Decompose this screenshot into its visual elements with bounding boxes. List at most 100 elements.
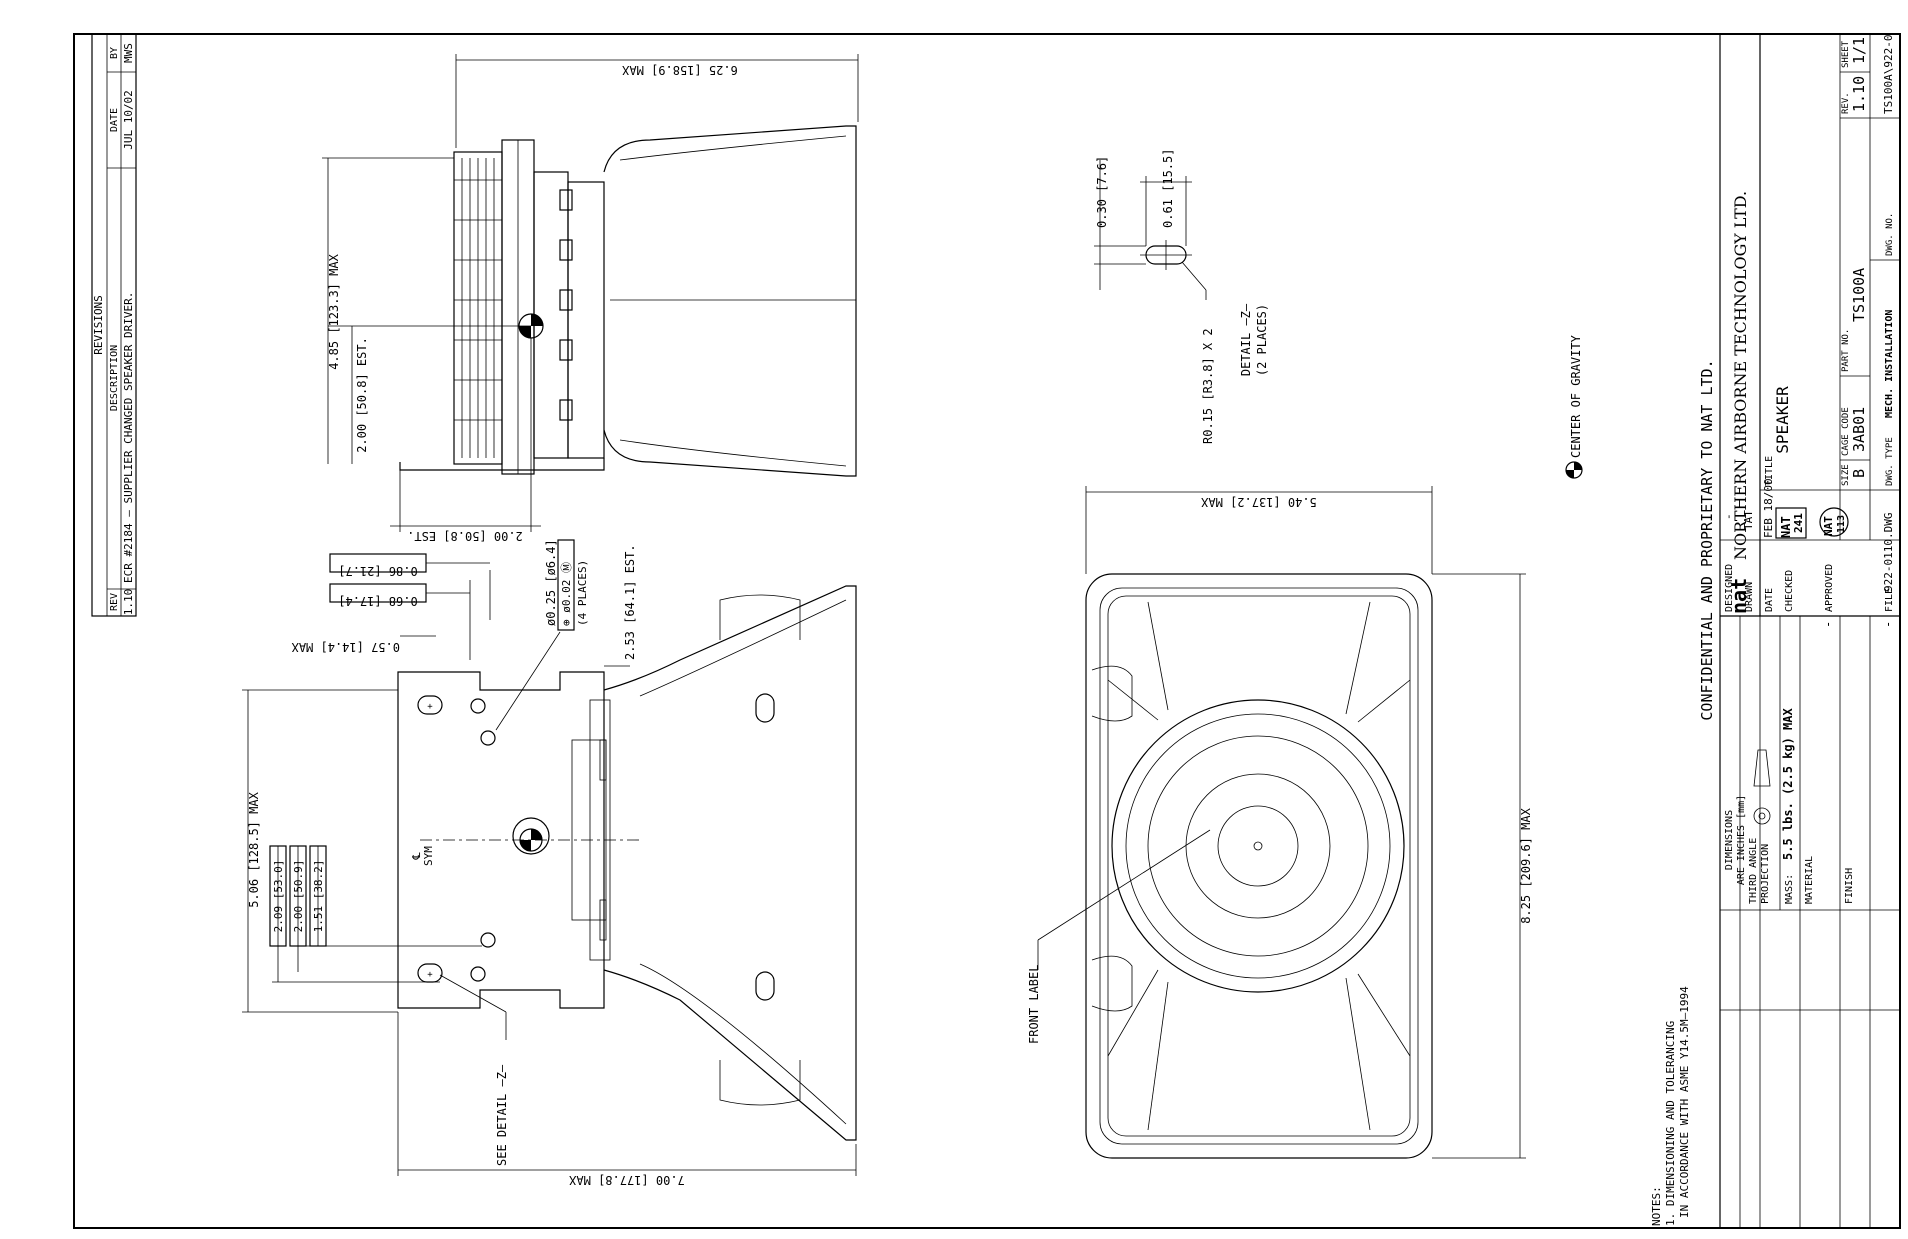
finish-dash: - <box>1881 621 1895 628</box>
cog-label: CENTER OF GRAVITY <box>1569 334 1583 458</box>
top-view-dims: 5.06 [128.5] MAX 7.00 [177.8] MAX 0.57 [… <box>242 539 857 1187</box>
title-value: SPEAKER <box>1773 386 1792 454</box>
dwg-type-value: MECH. INSTALLATION <box>1884 310 1895 418</box>
notes-title: NOTES: <box>1650 1186 1663 1226</box>
size-value: B <box>1850 469 1868 478</box>
detail-z: 0.30 [7.6] 0.61 [15.5] R0.15 [R3.8] X 2 … <box>1094 149 1269 444</box>
dim-side-base-est: 2.00 [50.8] EST. <box>407 529 523 543</box>
company-name: NORTHERN AIRBORNE TECHNOLOGY LTD. <box>1731 191 1750 560</box>
cage-label: CAGE CODE <box>1841 407 1851 456</box>
dim-hole-places: (4 PLACES) <box>576 560 589 626</box>
drawn-label: DRAWN <box>1744 582 1755 612</box>
dim-top-slot-edge: 0.57 [14.4] MAX <box>291 640 400 654</box>
front-view <box>1085 573 1433 1159</box>
date-col-header: DATE <box>109 108 120 132</box>
dim-top-hole-spacing: 5.06 [128.5] MAX <box>247 791 261 907</box>
see-detail-label: SEE DETAIL –Z– <box>495 1064 509 1166</box>
dim-hole-tol: ⊕ ø0.02 Ⓜ <box>560 562 573 626</box>
cage-value: 3AB01 <box>1850 407 1868 452</box>
title-label: TITLE <box>1764 456 1775 486</box>
approved-stamp-b: 113 <box>1836 515 1847 533</box>
rev-value: 1.10 <box>1850 76 1868 112</box>
svg-text:+: + <box>427 970 433 980</box>
designed-value: - <box>1722 513 1735 520</box>
dim-top-width: 7.00 [177.8] MAX <box>568 1173 684 1187</box>
dim-hole-dia: ø0.25 [ø6.4] <box>544 539 558 626</box>
revisions-header: REVISIONS <box>92 295 105 355</box>
dwg-no-label: DWG. NO. <box>1885 213 1895 256</box>
finish-label: FINISH <box>1844 868 1855 904</box>
checked-label: CHECKED <box>1784 570 1795 612</box>
notes-line-2: IN ACCORDANCE WITH ASME Y14.5M–1994 <box>1678 986 1691 1218</box>
sheet-value: 1/1 <box>1850 37 1868 64</box>
detail-title: DETAIL –Z– <box>1239 303 1253 376</box>
rev-col-header: REV <box>109 593 120 611</box>
title-block: CONFIDENTIAL AND PROPRIETARY TO NAT LTD.… <box>1698 33 1901 1229</box>
dim-front-est: 2.53 [64.1] EST. <box>623 544 637 660</box>
sheet-label: SHEET <box>1841 40 1851 68</box>
dim-box-a: 2.09 [53.0] <box>272 860 285 933</box>
side-view-dims: 6.25 [158.9] MAX 4.85 [123.3] MAX 2.00 [… <box>322 54 859 543</box>
description-col-header: DESCRIPTION <box>109 345 120 411</box>
front-label-callout: FRONT LABEL <box>1027 965 1041 1044</box>
rev-row-by: MWS <box>122 43 135 63</box>
size-label: SIZE <box>1841 464 1851 486</box>
date-value: FEB 18/00 <box>1762 478 1775 538</box>
front-view-dims: 5.40 [137.2] MAX 8.25 [209.6] MAX FRONT … <box>1027 486 1533 1159</box>
dim-front-height: 8.25 [209.6] MAX <box>1519 807 1533 923</box>
confidential-notice: CONFIDENTIAL AND PROPRIETARY TO NAT LTD. <box>1698 359 1716 720</box>
mass-value: 5.5 lbs. (2.5 kg) MAX <box>1781 708 1795 860</box>
top-view: + + <box>397 585 857 1141</box>
drawn-value: TAT <box>1742 510 1755 530</box>
approved-stamp <box>1819 507 1849 537</box>
cog-legend: CENTER OF GRAVITY <box>1565 334 1583 479</box>
material-dash: - <box>1821 621 1835 628</box>
checked-stamp <box>1775 507 1807 539</box>
dims-units: ARE INCHES [mm] <box>1736 795 1747 885</box>
rev-row-rev: 1.10 <box>122 589 135 616</box>
material-label: MATERIAL <box>1804 856 1815 904</box>
part-label: PART NO. <box>1841 329 1851 372</box>
file-value: 922-0110.DWG <box>1882 513 1895 592</box>
rev-label: REV. <box>1841 92 1851 114</box>
company-logo: nat NORTHERN AIRBORNE TECHNOLOGY LTD. <box>1727 191 1751 614</box>
dims-label: DIMENSIONS <box>1724 810 1735 870</box>
checked-stamp-a: NAT <box>1779 516 1793 538</box>
dim-detail-b: 0.61 [15.5] <box>1161 149 1175 228</box>
dim-detail-radius: R0.15 [R3.8] X 2 <box>1201 328 1215 444</box>
dwg-no-value: TS100A\922-0 <box>1882 35 1895 114</box>
sym-label: SYM <box>422 846 435 866</box>
dim-box-c: 1.51 [38.2] <box>312 860 325 933</box>
dim-top-offset-a: 0.68 [17.4] <box>338 594 417 608</box>
date-label: DATE <box>1764 588 1775 612</box>
notes: NOTES: 1. DIMENSIONING AND TOLERANCING I… <box>1650 986 1691 1226</box>
revisions-block: REVISIONS REV DESCRIPTION DATE BY 1.10 E… <box>91 33 137 617</box>
approved-label: APPROVED <box>1824 564 1835 612</box>
dim-front-width: 5.40 [137.2] MAX <box>1200 495 1316 509</box>
projection-label-2: PROJECTION <box>1760 844 1771 904</box>
dim-side-cg-est: 2.00 [50.8] EST. <box>355 337 369 453</box>
part-value: TS100A <box>1850 268 1868 322</box>
checked-stamp-b: 241 <box>1792 513 1805 533</box>
approved-stamp-a: NAT <box>1822 516 1835 536</box>
dim-side-height: 6.25 [158.9] MAX <box>621 63 737 77</box>
designed-label: DESIGNED <box>1724 564 1735 612</box>
file-label: FILE <box>1884 588 1895 612</box>
svg-text:℄: ℄ <box>410 852 423 860</box>
rev-row-description: ECR #2184 – SUPPLIER CHANGED SPEAKER DRI… <box>122 292 135 583</box>
detail-places: (2 PLACES) <box>1255 304 1269 376</box>
nat-logo: nat <box>1727 578 1751 614</box>
projection-label: THIRD ANGLE <box>1748 838 1759 904</box>
svg-text:+: + <box>427 702 433 712</box>
notes-line-1: 1. DIMENSIONING AND TOLERANCING <box>1664 1021 1677 1226</box>
dim-side-body: 4.85 [123.3] MAX <box>327 253 341 369</box>
side-view <box>328 125 857 477</box>
dim-detail-a: 0.30 [7.6] <box>1095 156 1109 228</box>
dim-box-b: 2.00 [50.9] <box>292 860 305 933</box>
sheet-border <box>73 33 1901 1229</box>
by-col-header: BY <box>109 47 120 59</box>
dwg-type-label: DWG. TYPE <box>1885 437 1895 486</box>
rev-row-date: JUL 10/02 <box>122 90 135 150</box>
